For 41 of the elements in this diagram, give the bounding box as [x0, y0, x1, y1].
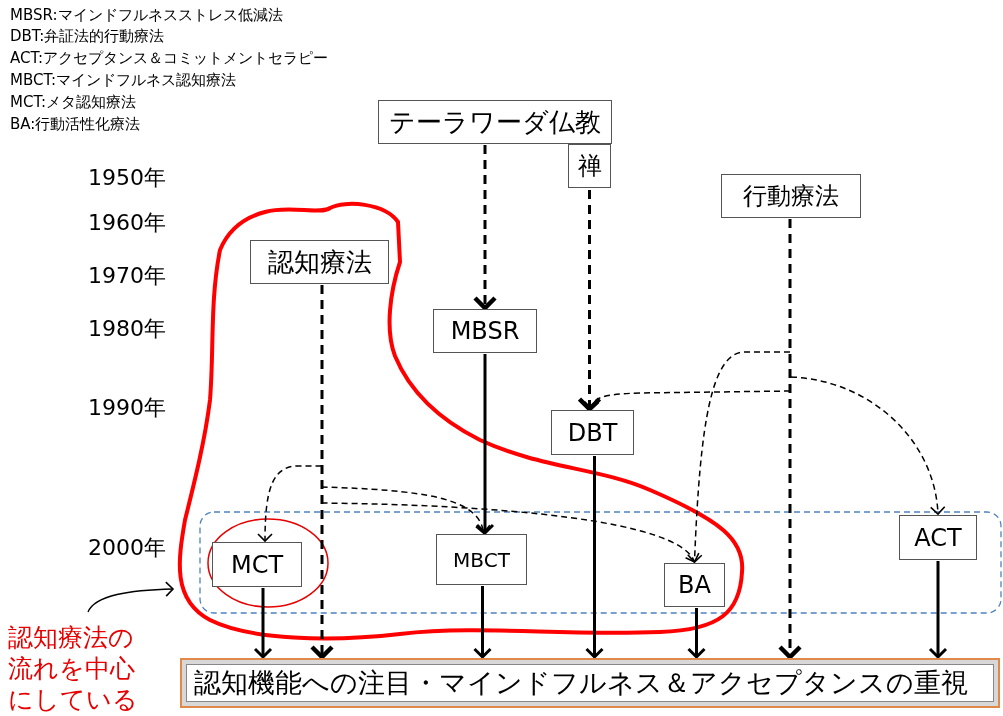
- abbreviation-note: MCT:メタ認知療法: [10, 93, 136, 112]
- year-label: 1990年: [88, 394, 166, 422]
- arrow: [777, 219, 803, 660]
- label-box: MBSR: [433, 309, 537, 353]
- label-box: DBT: [551, 410, 634, 455]
- leader-arrow: [87, 581, 174, 613]
- arrow: [309, 285, 335, 660]
- year-label: 2000年: [88, 534, 166, 562]
- year-label: 1950年: [88, 164, 166, 192]
- arrow: [320, 502, 697, 563]
- arrow: [687, 608, 706, 659]
- label-box: 禅: [568, 144, 611, 188]
- arrow: [473, 586, 492, 659]
- label-box: ACT: [899, 515, 977, 560]
- label-box: MBCT: [436, 534, 527, 585]
- label-box: 行動療法: [721, 174, 861, 218]
- arrow: [585, 456, 604, 659]
- abbreviation-note: MBSR:マインドフルネスストレス低減法: [10, 6, 283, 25]
- abbreviation-note: MBCT:マインドフルネス認知療法: [10, 71, 236, 90]
- arrow: [790, 376, 945, 515]
- arrow: [577, 190, 602, 412]
- abbreviation-note: ACT:アクセプタンス＆コミットメントセラピー: [10, 49, 329, 68]
- conclusion-box: 認知機能への注目・マインドフルネス＆アクセプタンスの重視: [180, 658, 1000, 708]
- arrow: [584, 390, 791, 410]
- abbreviation-note: BA:行動活性化療法: [10, 115, 141, 134]
- arrow: [257, 465, 323, 542]
- year-label: 1970年: [88, 262, 166, 290]
- arrow: [253, 588, 273, 659]
- year-label: 1980年: [88, 315, 166, 343]
- arrow: [472, 145, 498, 311]
- label-box: 認知療法: [250, 240, 389, 284]
- abbreviation-note: DBT:弁証法的行動療法: [10, 27, 165, 46]
- label-box: BA: [664, 563, 725, 607]
- annotation-text: 認知療法の流れを中心にしている: [8, 622, 158, 716]
- label-box: MCT: [212, 542, 302, 587]
- arrow: [687, 351, 791, 563]
- arrow: [928, 561, 948, 659]
- arrow: [320, 486, 490, 534]
- year-label: 1960年: [88, 209, 166, 237]
- arrow: [475, 354, 495, 535]
- label-box: テーラワーダ仏教: [378, 100, 612, 144]
